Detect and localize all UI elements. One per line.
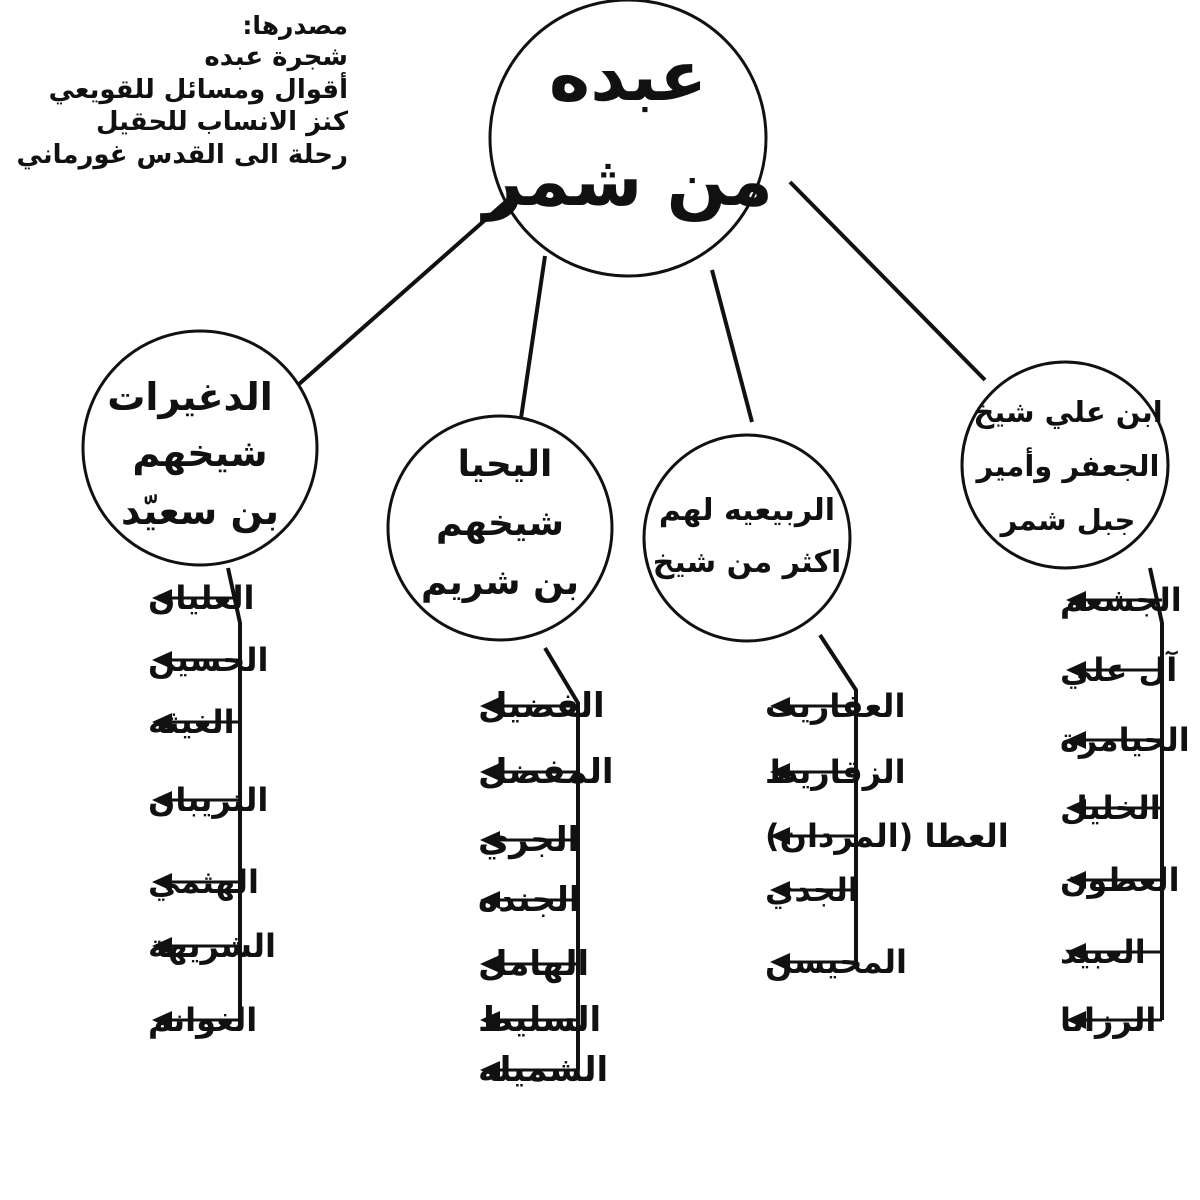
arrow-left-icon bbox=[1066, 871, 1086, 889]
sources-block: مصدرها: شجرة عبده أقوال ومسائل للقويعي ك… bbox=[8, 10, 348, 171]
branch-1-children: العليان الحسين الغيثه التريبان الهثمي الشريهة… bbox=[148, 567, 276, 1039]
source-item: كنز الانساب للحقيل bbox=[95, 107, 348, 138]
arrow-left-icon bbox=[770, 953, 790, 971]
child-label: آل علي bbox=[1060, 650, 1178, 689]
child-label: العفاريت bbox=[765, 687, 905, 725]
child-label: العليان bbox=[148, 579, 255, 617]
branch-node-4: ابن علي شيخ الجعفر وأمير جبل شمر bbox=[960, 360, 1170, 570]
child-label: السليط bbox=[478, 1000, 601, 1040]
branch-2-line-1: اليحيا bbox=[458, 444, 553, 485]
child-label: الجنده bbox=[478, 880, 581, 920]
arrow-left-icon bbox=[480, 763, 500, 781]
child-label: الغوانم bbox=[148, 1001, 257, 1039]
edge-root-to-branch-2 bbox=[518, 255, 547, 426]
branch-circle-1 bbox=[81, 329, 319, 567]
child-label: الخليل bbox=[1060, 789, 1161, 827]
child-label: العطا (المردان) bbox=[765, 817, 1009, 855]
branch-3-line-2: اكثر من شيخ bbox=[653, 545, 841, 580]
arrow-left-icon bbox=[480, 891, 500, 909]
child-label: الشميله bbox=[478, 1050, 608, 1090]
child-label: الهامل bbox=[478, 944, 589, 984]
child-label: الغيثه bbox=[148, 703, 235, 741]
child-label: الفضيل bbox=[478, 686, 605, 726]
branch-4-line-1: ابن علي شيخ bbox=[973, 395, 1162, 429]
child-label: الشريهة bbox=[148, 927, 276, 965]
child-label: العطون bbox=[1060, 861, 1180, 899]
child-label: المحيسن bbox=[765, 943, 907, 981]
source-item: شجرة عبده bbox=[204, 42, 348, 73]
arrow-left-icon bbox=[1066, 1011, 1086, 1029]
root-line-2: من شمر bbox=[480, 140, 773, 222]
branch-4-trunk-line bbox=[1148, 567, 1164, 1020]
branch-2-children: الفضيل المفضل الجري الجنده الهامل السليط الشمي… bbox=[478, 646, 614, 1090]
arrow-left-icon bbox=[152, 651, 172, 669]
branch-3-trunk-line bbox=[818, 633, 858, 962]
children-layer: العليان الحسين الغيثه التريبان الهثمي الشريهة… bbox=[148, 567, 1190, 1090]
arrow-left-icon bbox=[480, 955, 500, 973]
child-label: العبيد bbox=[1060, 933, 1146, 971]
arrow-left-icon bbox=[1066, 591, 1086, 609]
arrow-left-icon bbox=[480, 1061, 500, 1079]
branch-node-1: الدغيرات شيخهم بن سعيّد bbox=[81, 329, 319, 567]
child-label: الحسين bbox=[148, 641, 268, 679]
arrow-left-icon bbox=[1066, 731, 1086, 749]
arrow-left-icon bbox=[770, 697, 790, 715]
branch-4-children: الجشعم آل علي الحيامرة الخليل العطون العبيد ال… bbox=[1060, 567, 1190, 1039]
arrow-left-icon bbox=[152, 937, 172, 955]
arrow-left-icon bbox=[152, 873, 172, 891]
branch-1-line-1: الدغيرات bbox=[107, 375, 273, 419]
edge-root-to-branch-4 bbox=[788, 180, 987, 382]
branch-circle-2 bbox=[386, 414, 614, 642]
branch-3-line-1: الربيعيه لهم bbox=[659, 493, 835, 528]
edge-root-to-branch-3 bbox=[710, 269, 754, 423]
arrow-left-icon bbox=[770, 763, 790, 781]
branch-circle-4 bbox=[960, 360, 1170, 570]
child-label: الحيامرة bbox=[1060, 721, 1190, 759]
child-label: الجشعم bbox=[1060, 581, 1182, 619]
branch-2-line-2: شيخهم bbox=[436, 503, 564, 544]
branch-node-2: اليحيا شيخهم بن شريم bbox=[386, 414, 614, 642]
root-circle bbox=[488, 0, 768, 278]
arrow-left-icon bbox=[1066, 943, 1086, 961]
arrow-left-icon bbox=[480, 831, 500, 849]
child-label: التريبان bbox=[148, 781, 268, 819]
arrow-left-icon bbox=[770, 881, 790, 899]
branch-node-3: الربيعيه لهم اكثر من شيخ bbox=[642, 433, 852, 643]
arrow-left-icon bbox=[152, 713, 172, 731]
arrow-left-icon bbox=[152, 1011, 172, 1029]
arrow-left-icon bbox=[1066, 661, 1086, 679]
arrow-left-icon bbox=[480, 1011, 500, 1029]
root-node: عبده من شمر bbox=[480, 0, 773, 278]
branch-4-line-3: جبل شمر bbox=[999, 503, 1136, 537]
child-label: الرزانا bbox=[1060, 1001, 1156, 1039]
branch-2-trunk-line bbox=[543, 646, 580, 1070]
branch-circle-3 bbox=[642, 433, 852, 643]
arrow-left-icon bbox=[480, 697, 500, 715]
branch-4-line-2: الجعفر وأمير bbox=[975, 447, 1160, 483]
edge-root-to-branch-1 bbox=[296, 196, 512, 387]
sources-heading: مصدرها: bbox=[242, 11, 348, 40]
branch-3-children: العفاريت الزقاريط العطا (المردان) الجدي المح… bbox=[765, 633, 1009, 981]
arrow-left-icon bbox=[770, 827, 790, 845]
source-item: رحلة الى القدس غورماني bbox=[16, 139, 348, 170]
branch-2-line-3: بن شريم bbox=[421, 562, 579, 603]
child-label: الهثمي bbox=[148, 863, 259, 901]
branch-1-line-2: شيخهم bbox=[132, 431, 267, 476]
arrow-left-icon bbox=[152, 791, 172, 809]
arrow-left-icon bbox=[1066, 799, 1086, 817]
arrow-left-icon bbox=[152, 589, 172, 607]
child-label: الزقاريط bbox=[765, 753, 906, 791]
child-label: الجري bbox=[478, 820, 579, 860]
branch-1-trunk-line bbox=[226, 567, 242, 1020]
source-item: أقوال ومسائل للقويعي bbox=[48, 74, 348, 105]
child-label: الجدي bbox=[765, 871, 859, 909]
root-line-1: عبده bbox=[549, 35, 707, 117]
child-label: المفضل bbox=[478, 752, 614, 792]
branch-1-line-3: بن سعيّد bbox=[121, 489, 279, 533]
